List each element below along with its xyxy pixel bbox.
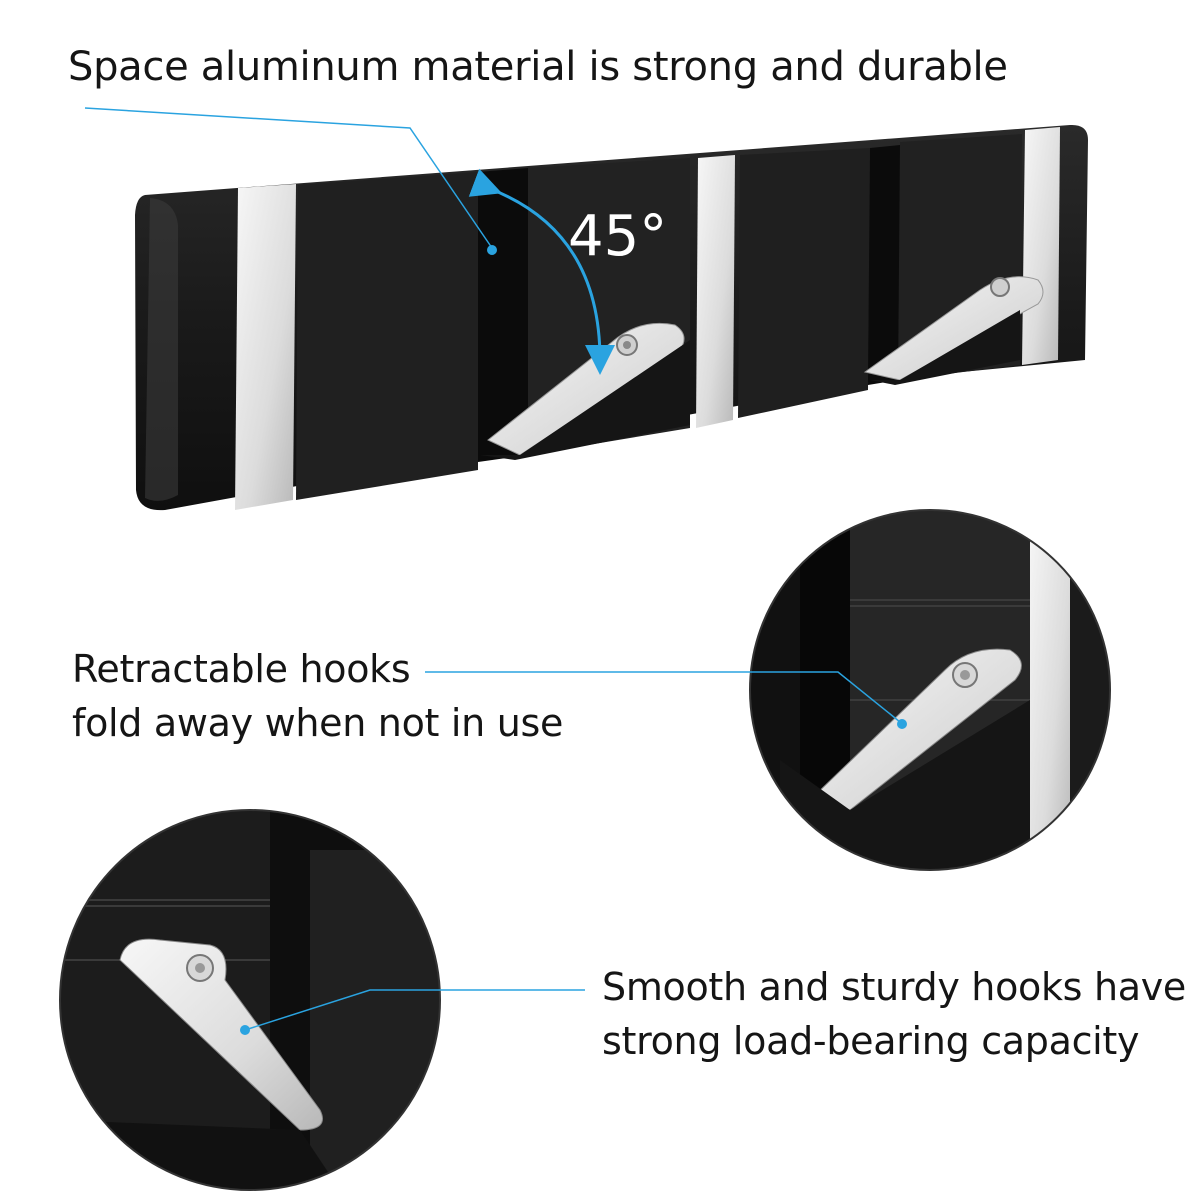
callout-retractable	[425, 671, 907, 729]
zoom-2-border	[59, 809, 441, 1191]
caption-retractable-line-1: Retractable hooks	[72, 647, 411, 691]
rack-panel-1	[296, 172, 478, 500]
silver-strip-1	[235, 184, 296, 510]
caption-retractable: Retractable hooks fold away when not in …	[72, 642, 563, 750]
callout-retractable-dot	[897, 719, 907, 729]
caption-retractable-line-2: fold away when not in use	[72, 701, 564, 745]
caption-sturdy-line-1: Smooth and sturdy hooks have	[602, 965, 1186, 1009]
zoom-circle-sturdy	[59, 809, 441, 1191]
rack-slot-2	[868, 145, 900, 385]
zoom-circle-retractable	[749, 509, 1111, 871]
zoom-1-border	[749, 509, 1111, 871]
coat-rack	[135, 124, 1088, 511]
caption-sturdy: Smooth and sturdy hooks have strong load…	[602, 960, 1186, 1068]
angle-indicator: 45°	[468, 168, 667, 375]
hook-2-pivot	[990, 277, 1010, 297]
silver-strip-3	[1022, 127, 1060, 365]
rack-end-cap	[145, 198, 178, 501]
silver-strip-2	[696, 155, 735, 428]
caption-material: Space aluminum material is strong and du…	[68, 40, 1008, 94]
angle-label: 45°	[568, 204, 667, 269]
caption-sturdy-line-2: strong load-bearing capacity	[602, 1019, 1140, 1063]
rack-panel-3	[738, 148, 870, 418]
callout-material-dot	[487, 245, 497, 255]
hook-2	[863, 276, 1044, 385]
callout-sturdy-dot	[240, 1025, 250, 1035]
caption-material-text: Space aluminum material is strong and du…	[68, 44, 1008, 90]
callout-sturdy	[240, 989, 585, 1035]
angle-arc	[468, 168, 615, 375]
hook-1	[480, 322, 690, 460]
